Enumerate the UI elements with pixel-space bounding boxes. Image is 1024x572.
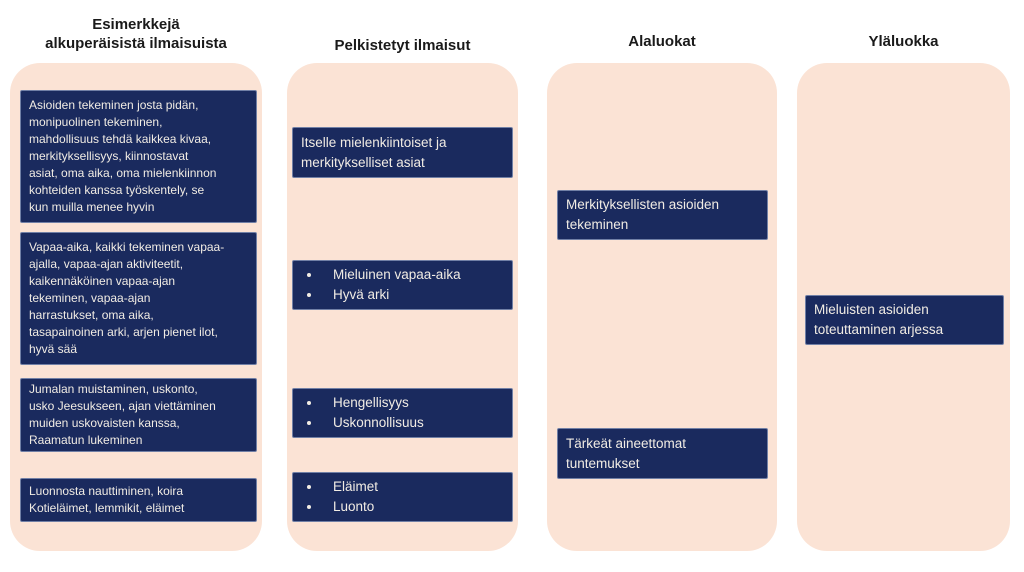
reduced-expression-interesting-things-box: Itselle mielenkiintoiset ja merkityksell… — [292, 127, 513, 178]
bullet-item: Eläimet — [293, 477, 512, 497]
column-header-reduced-expressions: Pelkistetyt ilmaisut — [334, 37, 471, 54]
bullet-icon — [307, 505, 311, 509]
bullet-text: Eläimet — [333, 479, 379, 494]
column-subcategories: Merkityksellisten asioiden tekeminen Tär… — [547, 63, 777, 551]
bullet-icon — [307, 421, 311, 425]
column-reduced-expressions: Itselle mielenkiintoiset ja merkityksell… — [287, 63, 518, 551]
box-text: Luonnosta nauttiminen, koira Kotieläimet… — [29, 484, 185, 515]
subcategory-immaterial-feelings-box: Tärkeät aineettomat tuntemukset — [557, 428, 768, 479]
bullet-icon — [307, 273, 311, 277]
bullet-item: Uskonnollisuus — [293, 413, 512, 433]
box-text: Tärkeät aineettomat tuntemukset — [566, 435, 687, 471]
bullet-item: Mieluinen vapaa-aika — [293, 265, 512, 285]
original-expressions-box-2: Vapaa-aika, kaikki tekeminen vapaa- ajal… — [20, 232, 257, 365]
column-header-examples-of-original-expressions: Esimerkkejä alkuperäisistä ilmaisuista — [45, 16, 227, 52]
original-expressions-box-3: Jumalan muistaminen, uskonto, usko Jeesu… — [20, 378, 257, 452]
box-text: Merkityksellisten asioiden tekeminen — [566, 197, 720, 232]
bullet-text: Hengellisyys — [333, 395, 409, 410]
bullet-text: Hyvä arki — [333, 287, 390, 302]
bullet-icon — [307, 401, 311, 405]
bullet-text: Uskonnollisuus — [333, 415, 424, 430]
bullet-text: Luonto — [333, 499, 375, 514]
column-upper-category: Mieluisten asioiden toteuttaminen arjess… — [797, 63, 1010, 551]
original-expressions-box-4: Luonnosta nauttiminen, koira Kotieläimet… — [20, 478, 257, 522]
bullet-icon — [307, 293, 311, 297]
bullet-item: Luonto — [293, 497, 512, 517]
box-text: Jumalan muistaminen, uskonto, usko Jeesu… — [29, 382, 216, 447]
column-header-subcategories: Alaluokat — [628, 33, 696, 50]
reduced-expression-leisure-box: Mieluinen vapaa-aika Hyvä arki — [292, 260, 513, 310]
bullet-text: Mieluinen vapaa-aika — [333, 267, 461, 282]
reduced-expression-animals-nature-box: Eläimet Luonto — [292, 472, 513, 522]
original-expressions-box-1: Asioiden tekeminen josta pidän, monipuol… — [20, 90, 257, 223]
bullet-item: Hyvä arki — [293, 285, 512, 305]
reduced-expression-spirituality-box: Hengellisyys Uskonnollisuus — [292, 388, 513, 438]
box-text: Itselle mielenkiintoiset ja merkityksell… — [301, 134, 447, 170]
box-text: Vapaa-aika, kaikki tekeminen vapaa- ajal… — [29, 240, 225, 356]
column-header-upper-category: Yläluokka — [868, 33, 939, 50]
box-text: Mieluisten asioiden toteuttaminen arjess… — [814, 302, 944, 337]
column-original-expressions: Asioiden tekeminen josta pidän, monipuol… — [10, 63, 262, 551]
bullet-icon — [307, 485, 311, 489]
box-text: Asioiden tekeminen josta pidän, monipuol… — [29, 98, 217, 214]
subcategory-meaningful-things-box: Merkityksellisten asioiden tekeminen — [557, 190, 768, 240]
bullet-item: Hengellisyys — [293, 393, 512, 413]
upper-category-pleasant-things-box: Mieluisten asioiden toteuttaminen arjess… — [805, 295, 1004, 345]
